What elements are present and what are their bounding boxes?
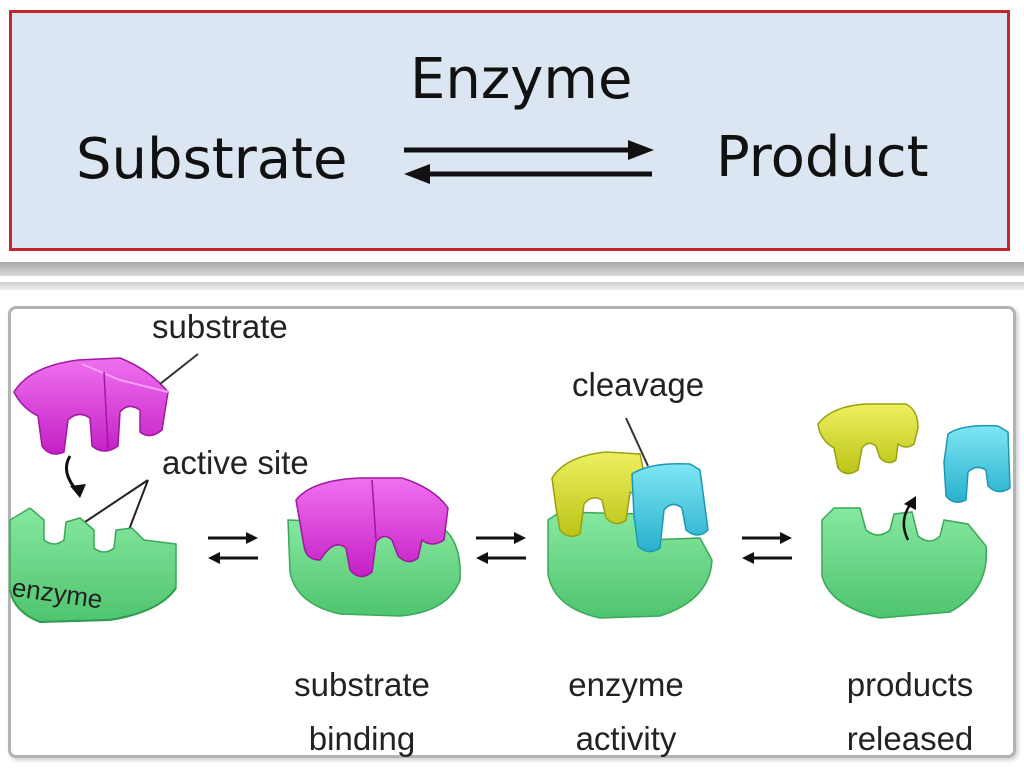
- equation-box: [9, 10, 1010, 251]
- step-released-line1: products: [846, 666, 974, 703]
- divider-bar-shadow: [0, 282, 1024, 290]
- binding-arrowhead-icon: [70, 484, 86, 498]
- enzyme-substrate-complex: [287, 477, 461, 617]
- free-substrate-shape: [13, 357, 169, 455]
- equilibrium-arrows-step2-icon: [476, 532, 526, 564]
- enzyme-activity-complex: [547, 451, 713, 619]
- substrate-label: substrate: [152, 308, 288, 345]
- free-enzyme-shape: [9, 507, 177, 624]
- free-enzyme-after-shape: [821, 507, 988, 619]
- active-site-label: active site: [162, 444, 309, 481]
- equation-reactant: Substrate: [76, 127, 348, 192]
- released-products: [817, 403, 1011, 503]
- release-arrowhead-icon: [904, 496, 916, 510]
- step-binding-line1: substrate: [294, 666, 430, 703]
- cleavage-pointer-line: [625, 417, 649, 467]
- step-released-line2: released: [846, 720, 974, 757]
- step-activity-line1: enzyme: [568, 666, 684, 703]
- step-activity-line2: activity: [575, 720, 677, 757]
- substrate-pointer-line: [159, 353, 199, 385]
- step-binding-line2: binding: [308, 720, 416, 757]
- equation-product: Product: [716, 125, 929, 190]
- equilibrium-arrows-icon: [404, 140, 654, 184]
- equation-catalyst: Enzyme: [410, 47, 633, 112]
- divider-bar: [0, 262, 1024, 276]
- equilibrium-arrows-step3-icon: [742, 532, 792, 564]
- equilibrium-arrows-step1-icon: [208, 532, 258, 564]
- cleavage-label: cleavage: [572, 366, 705, 403]
